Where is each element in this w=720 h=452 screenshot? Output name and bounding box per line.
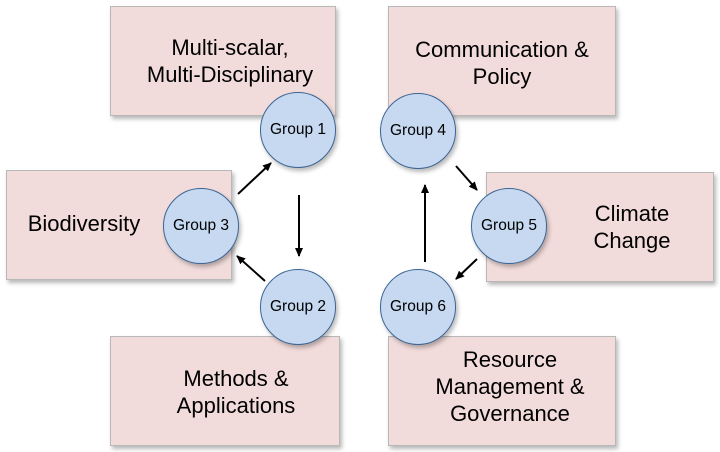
group-1-label: Group 1 — [269, 121, 326, 138]
arrow-g5-to-g6 — [455, 258, 478, 280]
group-2-node: Group 2 — [260, 269, 336, 345]
group-2-label: Group 2 — [269, 298, 326, 315]
group-1-node: Group 1 — [260, 92, 336, 168]
group-4-node: Group 4 — [380, 93, 456, 169]
arrow-g3-to-g1 — [237, 162, 272, 195]
arrow-g2-to-g3 — [236, 255, 266, 282]
resource-label: Resource Management & Governance — [435, 347, 585, 426]
group-6-label: Group 6 — [389, 298, 446, 315]
multi-scalar-label: Multi-scalar, Multi-Disciplinary — [146, 35, 314, 87]
group-5-node: Group 5 — [471, 188, 547, 264]
group-4-label: Group 4 — [389, 122, 446, 139]
group-3-node: Group 3 — [163, 188, 239, 264]
resource-box — [388, 336, 616, 446]
communication-label: Communication & Policy — [415, 37, 589, 89]
climate-change-label: Climate Change — [593, 201, 671, 253]
methods-box — [110, 336, 340, 446]
methods-label: Methods & Applications — [176, 366, 296, 418]
group-3-label: Group 3 — [172, 217, 229, 234]
biodiversity-label: Biodiversity — [27, 211, 141, 236]
group-6-node: Group 6 — [380, 269, 456, 345]
arrow-g4-to-g5 — [455, 165, 478, 191]
group-5-label: Group 5 — [480, 217, 537, 234]
